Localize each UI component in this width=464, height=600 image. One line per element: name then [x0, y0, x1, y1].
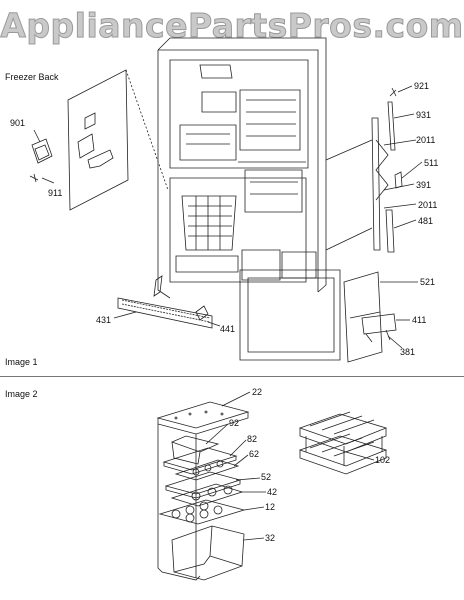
part-label-2011-lower: 2011	[418, 200, 438, 210]
part-521-cover	[343, 271, 383, 363]
part-label-481: 481	[418, 216, 434, 226]
image2-title: Image 2	[5, 389, 38, 399]
part-102-ice-trays	[298, 411, 388, 475]
part-label-911: 911	[48, 188, 63, 198]
door-rail-assembly	[371, 101, 403, 253]
part-label-92: 92	[229, 418, 240, 428]
part-label-62: 62	[249, 449, 260, 459]
part-911-screw	[29, 173, 39, 183]
image2-door-bins	[156, 401, 250, 581]
part-label-42: 42	[267, 487, 278, 497]
part-921-screw	[389, 87, 397, 97]
part-label-441: 441	[220, 324, 236, 334]
part-411-bracket	[361, 313, 397, 343]
part-label-921: 921	[414, 81, 430, 91]
part-901-module	[31, 129, 53, 164]
refrigerator-cabinet	[157, 37, 327, 299]
part-label-82: 82	[247, 434, 258, 444]
lower-door-panel	[239, 269, 341, 361]
part-label-511: 511	[424, 158, 439, 168]
section-divider	[0, 376, 464, 377]
part-label-2011-upper: 2011	[416, 135, 436, 145]
part-label-411: 411	[412, 315, 427, 325]
part-label-32: 32	[265, 533, 276, 543]
part-label-391: 391	[416, 180, 432, 190]
part-label-22: 22	[252, 387, 263, 397]
part-label-931: 931	[416, 110, 432, 120]
freezer-back-label: Freezer Back	[5, 72, 59, 82]
part-441-clip	[195, 305, 209, 321]
watermark-logo: AppliancePartsPros.com	[0, 6, 464, 46]
part-label-12: 12	[265, 502, 276, 512]
part-label-52: 52	[261, 472, 272, 482]
part-label-901: 901	[10, 118, 26, 128]
freezer-back-panel	[67, 69, 169, 211]
image1-title: Image 1	[5, 357, 38, 367]
part-label-102: 102	[375, 455, 391, 465]
part-431-grille	[117, 275, 213, 329]
part-label-381: 381	[400, 347, 416, 357]
part-label-521: 521	[420, 277, 436, 287]
part-label-431: 431	[96, 315, 112, 325]
